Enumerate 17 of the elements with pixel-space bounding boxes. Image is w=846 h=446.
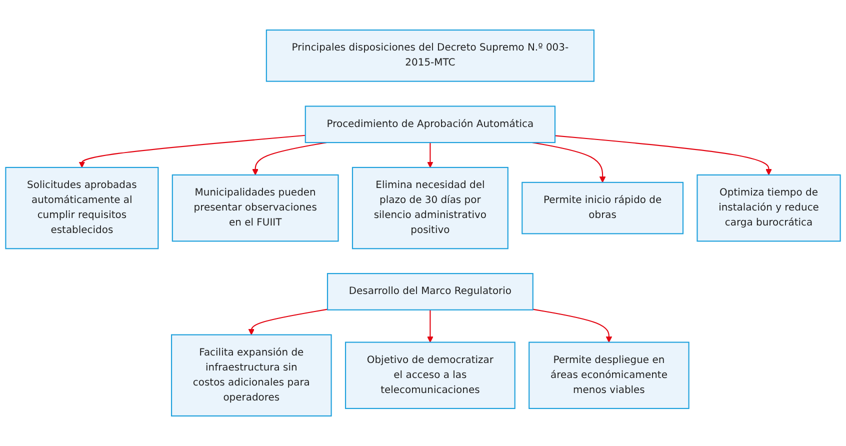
arrow bbox=[78, 134, 306, 168]
node-box: Facilita expansión de infraestructura sin costos adicionales para operadores bbox=[170, 334, 332, 416]
node-box: Elimina necesidad del plazo de 30 días por silencio administrativo positivo bbox=[352, 166, 508, 250]
node-box: Objetivo de democratizar el acceso a las telecomunicaciones bbox=[344, 342, 516, 410]
node-box: Municipalidades pueden presentar observaciones en el FUIIT bbox=[172, 174, 339, 242]
node-box: Permite inicio rápido de obras bbox=[522, 182, 684, 234]
node-box: Optimiza tiempo de instalación y reduce carga burocrática bbox=[696, 174, 841, 242]
arrow bbox=[427, 142, 434, 168]
arrow bbox=[532, 308, 612, 343]
node-box: Solicitudes aprobadas automáticamente al cumplir requisitos establecidos bbox=[5, 166, 159, 250]
node-box: Principales disposiciones del Decreto Supremo N.º 003-2015-MTC bbox=[266, 30, 594, 82]
node-box: Procedimiento de Aprobación Automática bbox=[304, 106, 556, 144]
node-box: Desarrollo del Marco Regulatorio bbox=[326, 273, 534, 310]
arrow bbox=[427, 310, 434, 343]
arrow bbox=[554, 135, 772, 176]
node-box: Permite despliegue en áreas económicamente menos viables bbox=[528, 342, 690, 410]
arrow bbox=[248, 308, 328, 336]
